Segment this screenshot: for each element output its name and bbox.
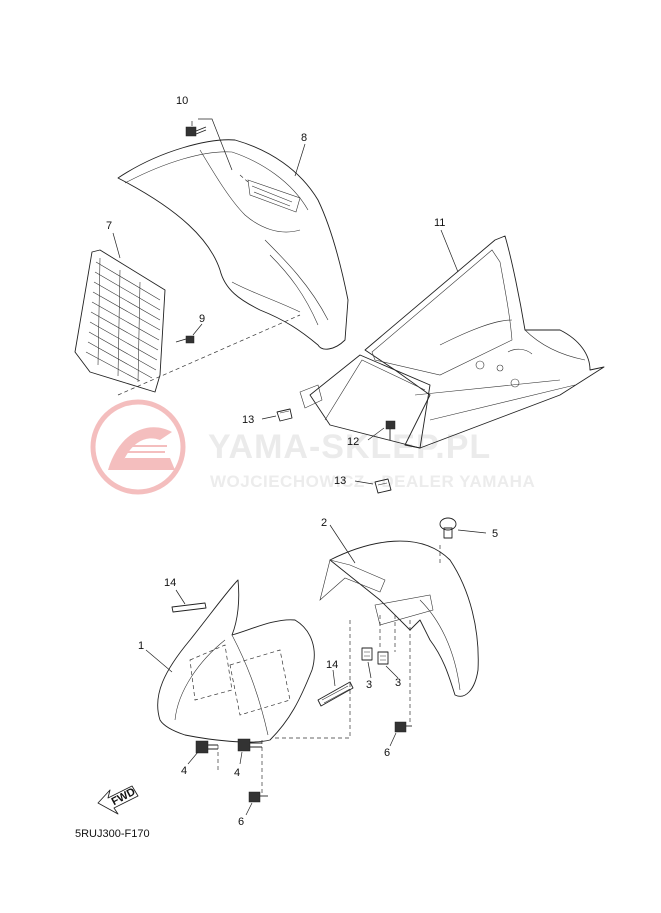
callout-4-right: 4 <box>234 767 240 779</box>
callout-12: 12 <box>347 436 359 448</box>
fwd-label: FWD <box>110 786 138 808</box>
part-5-grommet[interactable] <box>439 517 457 539</box>
part-6-screw-lower[interactable] <box>248 791 268 803</box>
callout-2: 2 <box>321 517 327 529</box>
diagram-code: 5RUJ300-F170 <box>75 828 150 840</box>
part-4-bolt-right[interactable] <box>237 738 262 752</box>
part-10-screw[interactable] <box>185 126 207 137</box>
callout-13-upper: 13 <box>242 414 254 426</box>
part-14-emblem-left[interactable] <box>171 602 207 613</box>
watermark-title: YAMA-SKLEP.PL <box>208 428 491 466</box>
dealer-logo-watermark <box>90 399 186 495</box>
part-7-grille[interactable] <box>74 249 166 393</box>
callout-3-left: 3 <box>366 679 372 691</box>
part-8-cowl[interactable] <box>117 139 349 350</box>
part-2-rear-fender[interactable] <box>319 540 479 697</box>
callout-13-lower: 13 <box>334 475 346 487</box>
callout-10: 10 <box>176 95 188 107</box>
callout-6-lower: 6 <box>238 816 244 828</box>
part-12-screw[interactable] <box>385 420 396 440</box>
callout-8: 8 <box>301 132 307 144</box>
part-6-screw-right[interactable] <box>394 721 412 733</box>
callout-14-right: 14 <box>326 659 338 671</box>
part-13-nut-lower[interactable] <box>374 478 392 494</box>
callout-6-right: 6 <box>384 747 390 759</box>
part-3-clip-left[interactable] <box>361 647 373 661</box>
part-13-nut-upper[interactable] <box>276 408 293 422</box>
part-3-clip-right[interactable] <box>377 651 389 665</box>
callout-5: 5 <box>492 528 498 540</box>
fwd-arrow-icon: FWD <box>97 785 139 815</box>
part-1-front-fender[interactable] <box>157 579 315 743</box>
part-11-bracket[interactable] <box>299 354 431 449</box>
callout-3-right: 3 <box>395 677 401 689</box>
callout-4-left: 4 <box>181 765 187 777</box>
callout-1: 1 <box>138 640 144 652</box>
part-11-under-cover[interactable] <box>364 235 605 449</box>
callout-14-left: 14 <box>164 577 176 589</box>
callout-9: 9 <box>199 313 205 325</box>
callout-7: 7 <box>106 220 112 232</box>
watermark-subtitle: WOJCIECHOWICZ - DEALER YAMAHA <box>210 472 535 491</box>
part-4-bolt-left[interactable] <box>195 740 218 754</box>
part-14-emblem-right[interactable] <box>317 681 354 707</box>
part-9-screw[interactable] <box>175 335 195 344</box>
callout-11: 11 <box>434 217 445 229</box>
